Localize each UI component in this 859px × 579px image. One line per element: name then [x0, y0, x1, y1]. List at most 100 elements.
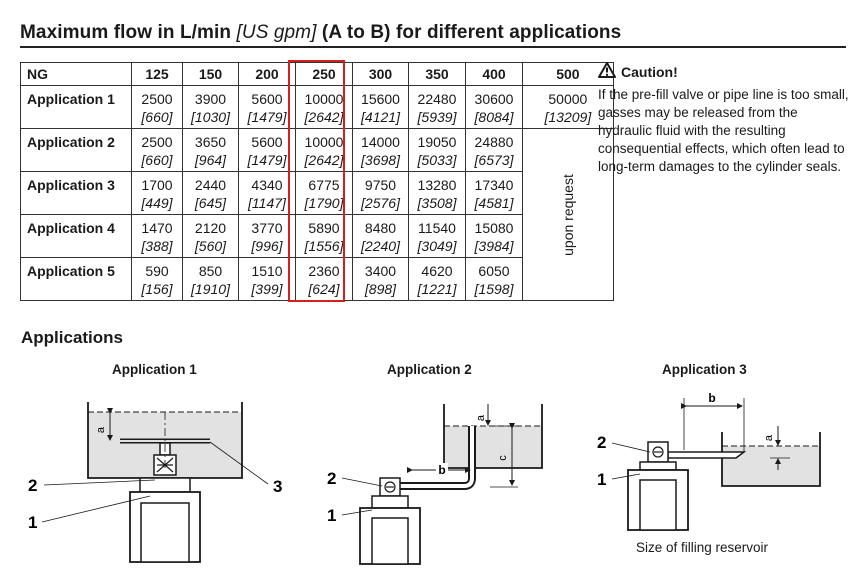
application-3-diagram: b a 2 1 — [597, 391, 821, 531]
flow-lpm: 6775 — [308, 177, 340, 193]
flow-cell: 19050[5033] — [408, 128, 466, 172]
flow-lpm: 2500 — [141, 91, 173, 107]
flow-gpm: [996] — [251, 238, 283, 254]
flow-lpm: 3770 — [251, 220, 283, 236]
flow-lpm: 9750 — [364, 177, 397, 193]
flow-gpm: [5939] — [417, 109, 457, 125]
figure-label-app2: Application 2 — [387, 362, 472, 377]
flow-lpm: 11540 — [418, 220, 456, 236]
flow-lpm: 2360 — [308, 263, 340, 279]
flow-gpm: [4121] — [361, 109, 400, 125]
application-2-diagram: a c b 2 1 — [327, 404, 543, 565]
dim-label-b: b — [708, 391, 715, 405]
flow-lpm: 19050 — [417, 134, 457, 150]
dim-label-a: a — [475, 414, 487, 421]
flow-gpm: [3984] — [474, 238, 514, 254]
title-rule — [20, 46, 846, 48]
size-header: 350 — [408, 62, 466, 86]
dim-label-a: a — [95, 426, 107, 433]
flow-gpm: [8084] — [474, 109, 514, 125]
marker-1: 1 — [28, 513, 37, 532]
flow-cell: 15080 [3984] — [465, 214, 523, 258]
flow-cell: 5600[1479] — [238, 85, 296, 129]
flow-gpm: [898] — [364, 281, 397, 297]
flow-cell: 590[156] — [131, 257, 183, 301]
flow-lpm: 24880 — [474, 134, 514, 150]
flow-cell: 17340[4581] — [465, 171, 523, 215]
application-name: Application 2 — [20, 128, 132, 172]
flow-lpm: 13280 — [417, 177, 457, 193]
flow-lpm: 4340 — [251, 177, 283, 193]
flow-gpm: [660] — [141, 109, 173, 125]
flow-lpm: 3900 — [194, 91, 227, 107]
flow-lpm: 22480 — [417, 91, 457, 107]
flow-cell: 2500 [660] — [131, 85, 183, 129]
flow-gpm: [964] — [194, 152, 227, 168]
title-unit: [US gpm] — [236, 22, 317, 43]
flow-cell: 1510[399] — [238, 257, 296, 301]
flow-cell: 30600[8084] — [465, 85, 523, 129]
size-header: 200 — [238, 62, 296, 86]
marker-1: 1 — [327, 506, 336, 525]
application-1-diagram: a 2 1 3 — [28, 402, 282, 563]
flow-lpm: 1700 — [141, 177, 173, 193]
table-header-row: NG 125 150 200 250 300 350 400 500 — [20, 62, 614, 86]
flow-cell: 3400 [898] — [352, 257, 409, 301]
flow-cell: 11540 [3049] — [408, 214, 466, 258]
flow-lpm: 8480 — [364, 220, 397, 236]
flow-cell: 14000[3698] — [352, 128, 409, 172]
flow-table: NG 125 150 200 250 300 350 400 500 Appli… — [20, 62, 614, 301]
dim-label-b: b — [438, 463, 445, 477]
flow-cell: 1470[388] — [131, 214, 183, 258]
applications-heading: Applications — [21, 328, 124, 347]
flow-cell: 2120 [560] — [182, 214, 239, 258]
marker-1: 1 — [597, 470, 606, 489]
flow-gpm: [3508] — [417, 195, 457, 211]
application-name: Application 3 — [20, 171, 132, 215]
flow-lpm: 10000 — [304, 134, 344, 150]
size-header: 125 — [131, 62, 183, 86]
flow-cell: 6050[1598] — [465, 257, 523, 301]
flow-lpm: 5890 — [308, 220, 340, 236]
figure-label-app1: Application 1 — [112, 362, 197, 377]
figure-caption: Size of filling reservoir — [636, 540, 769, 555]
flow-lpm: 590 — [145, 263, 169, 279]
flow-gpm: [13209] — [544, 109, 592, 125]
flow-gpm: [1221] — [417, 281, 457, 297]
figure-label-app3: Application 3 — [662, 362, 747, 377]
flow-gpm: [1030] — [191, 109, 230, 125]
marker-2: 2 — [28, 476, 37, 495]
flow-lpm: 50000 — [548, 91, 588, 107]
flow-gpm: [1556] — [304, 238, 344, 254]
reservoir-wall — [721, 432, 821, 487]
flow-lpm: 3400 — [364, 263, 397, 279]
caution-box: Caution! If the pre-fill valve or pipe l… — [598, 62, 852, 176]
flow-lpm: 4620 — [421, 263, 453, 279]
flow-lpm: 17340 — [474, 177, 514, 193]
flow-cell: 4340 [1147] — [238, 171, 296, 215]
flow-lpm: 2120 — [194, 220, 227, 236]
flow-gpm: [645] — [194, 195, 227, 211]
flow-gpm: [1147] — [248, 195, 286, 211]
flow-gpm: [3049] — [417, 238, 457, 254]
flow-lpm: 2500 — [141, 134, 173, 150]
flow-lpm: 1470 — [141, 220, 173, 236]
flow-gpm: [560] — [194, 238, 227, 254]
flow-lpm: 14000 — [361, 134, 400, 150]
flow-gpm: [1598] — [474, 281, 514, 297]
flow-gpm: [399] — [251, 281, 283, 297]
pipe — [667, 451, 747, 459]
flow-lpm: 10000 — [304, 91, 344, 107]
dim-label-c: c — [497, 455, 509, 461]
marker-2: 2 — [327, 469, 336, 488]
flow-lpm: 15080 — [474, 220, 514, 236]
caution-text: If the pre-fill valve or pipe line is to… — [598, 87, 849, 174]
flow-gpm: [6573] — [474, 152, 514, 168]
reservoir-fluid — [444, 426, 542, 468]
flow-cell: 2500[660] — [131, 128, 183, 172]
flow-cell: 50000 [13209] — [522, 85, 614, 129]
